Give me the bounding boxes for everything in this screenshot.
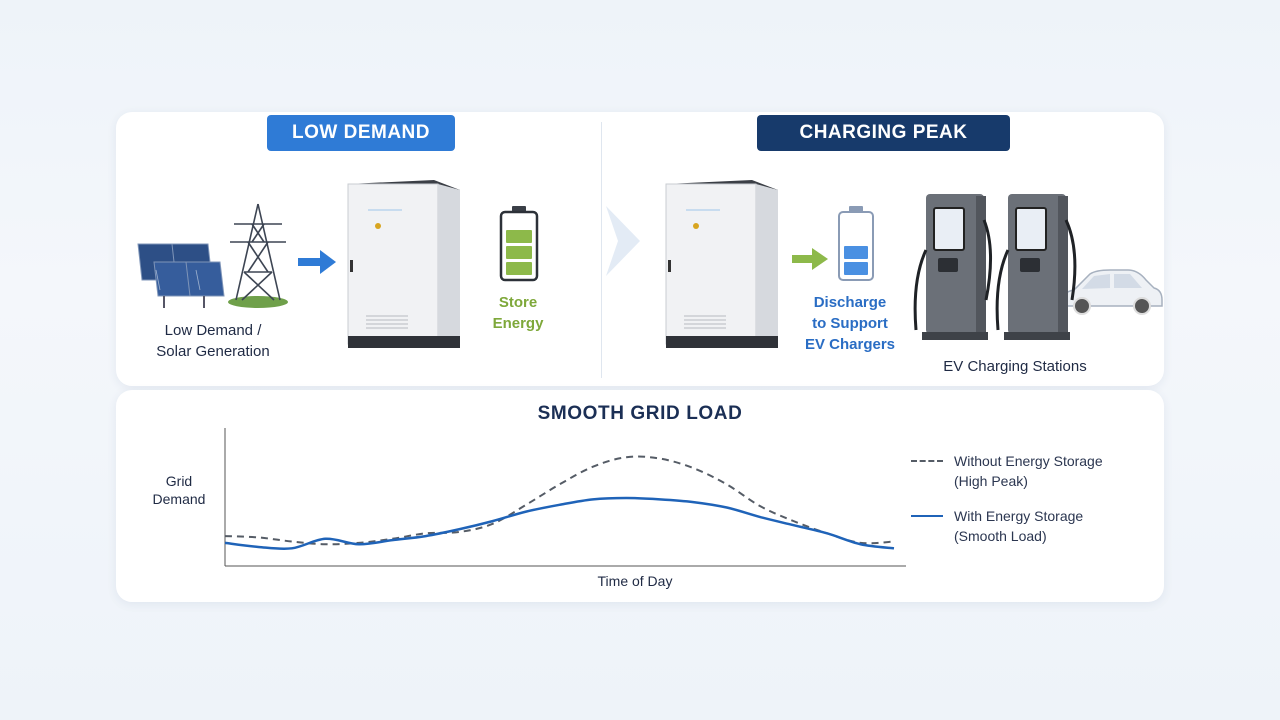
y-axis-label: Grid Demand	[140, 472, 218, 508]
series-line-with-storage	[224, 496, 895, 551]
legend-with-line2: (Smooth Load)	[954, 528, 1047, 544]
store-energy-label: Store Energy	[476, 292, 560, 334]
discharge-label-line1: Discharge	[813, 294, 887, 311]
chart-plot	[224, 428, 906, 567]
arrow-right-icon	[792, 248, 828, 270]
discharge-label: Discharge to Support EV Chargers	[794, 292, 906, 355]
x-axis-label: Time of Day	[597, 573, 673, 589]
low-demand-label: Low Demand / Solar Generation	[130, 320, 296, 362]
car-icon	[1061, 269, 1163, 315]
legend-with-line1: With Energy Storage	[954, 508, 1084, 524]
chart-title: SMOOTH GRID LOAD	[537, 403, 743, 424]
legend-item-without: Without Energy Storage (High Peak)	[954, 451, 1154, 491]
discharge-label-line2: to Support	[812, 315, 888, 332]
low-demand-label-line1: Low Demand /	[164, 322, 262, 339]
battery-icon	[838, 206, 874, 281]
solar-panel-icon	[137, 243, 225, 308]
discharge-label-line3: EV Chargers	[804, 336, 896, 353]
series-line-without-storage	[224, 455, 895, 546]
low-demand-badge: LOW DEMAND	[267, 115, 455, 151]
charging-peak-badge: CHARGING PEAK	[757, 115, 1010, 151]
store-label-line2: Energy	[492, 315, 544, 332]
low-demand-label-line2: Solar Generation	[156, 343, 270, 360]
chart-panel	[116, 390, 1164, 602]
arrow-right-icon	[298, 250, 336, 274]
legend-item-with: With Energy Storage (Smooth Load)	[954, 506, 1154, 546]
battery-icon	[499, 206, 539, 282]
transmission-tower-icon	[228, 203, 288, 308]
ev-stations-label: EV Charging Stations	[943, 358, 1087, 375]
legend-swatch-with	[911, 515, 943, 517]
y-axis-label-line1: Grid	[165, 473, 193, 489]
legend-without-line1: Without Energy Storage	[954, 453, 1103, 469]
storage-cabinet-icon	[347, 180, 460, 348]
legend-swatch-without	[911, 460, 943, 462]
legend-without-line2: (High Peak)	[954, 473, 1028, 489]
panel-divider	[601, 122, 602, 378]
store-label-line1: Store	[498, 294, 538, 311]
storage-cabinet-icon	[665, 180, 778, 348]
y-axis-label-line2: Demand	[152, 491, 206, 507]
chevron-right-icon	[606, 206, 640, 276]
ev-charger-icon	[913, 194, 1077, 340]
